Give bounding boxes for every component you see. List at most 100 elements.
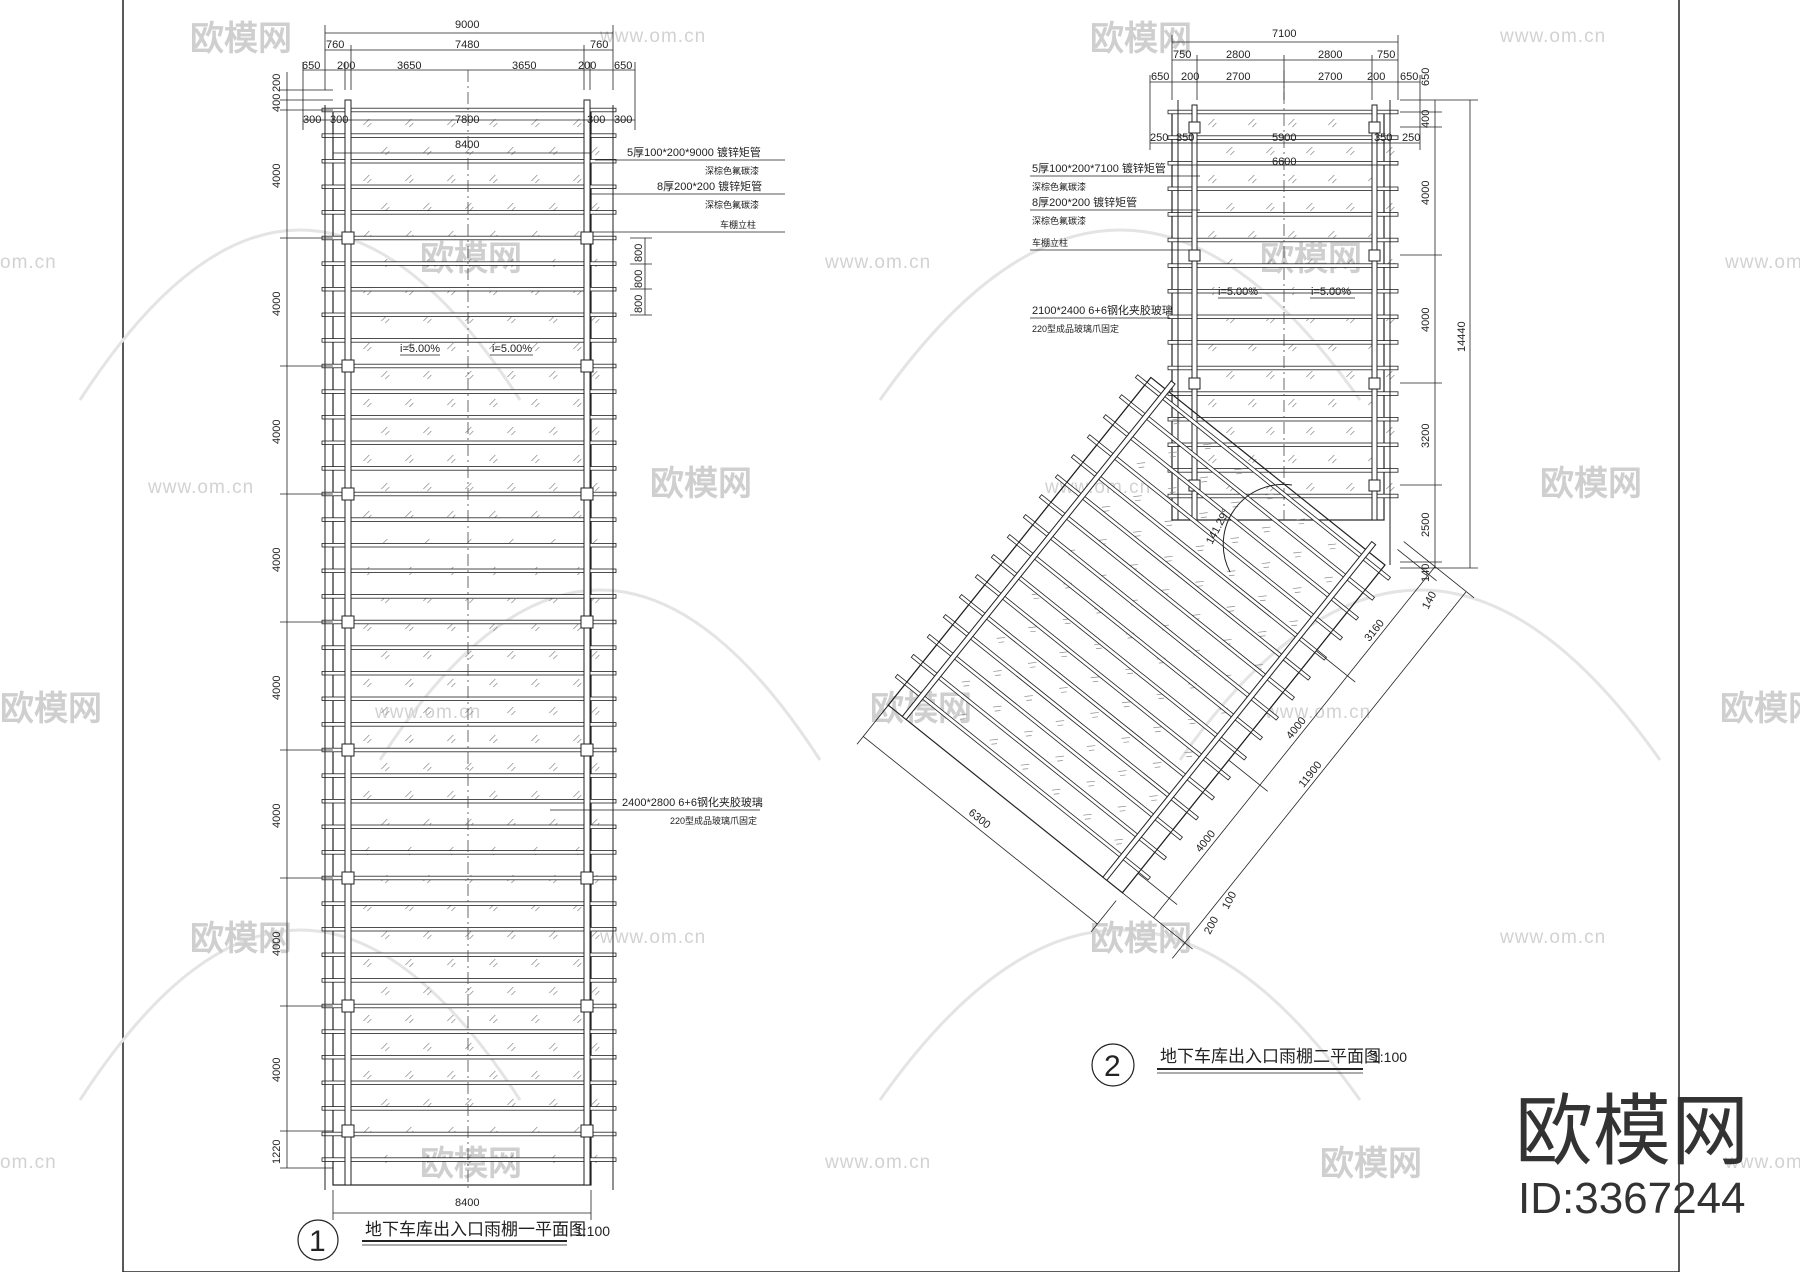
- plan1-hatch-mark: [447, 958, 456, 968]
- plan1-hatch-mark: [531, 1070, 540, 1080]
- plan1-hatch-mark: [507, 1098, 516, 1108]
- plan2-dim: 200: [1181, 71, 1199, 83]
- plan1-hatch-mark: [507, 482, 516, 492]
- plan1-column: [580, 871, 594, 885]
- plan2-angled-hatch-mark: [1199, 476, 1209, 483]
- plan1-hatch-mark: [405, 1014, 414, 1024]
- plan-one: 9000 760 7480 760 650 200 3650 3650 200 …: [271, 19, 785, 1261]
- plan2-angled-purlin: [1134, 374, 1392, 581]
- plan2-hatch-mark: [1266, 370, 1275, 380]
- watermark-url: www.om.cn: [1499, 927, 1606, 948]
- plan1-number-circle: [297, 1219, 339, 1261]
- plan1-hatch-mark: [381, 1098, 390, 1108]
- plan1-hatch-mark: [591, 762, 600, 772]
- plan2-purlin: [1167, 288, 1399, 294]
- plan2-number-circle: [1091, 1043, 1135, 1087]
- plan1-dim-left: 4000: [271, 292, 283, 316]
- plan2-dim: 2700: [1226, 71, 1250, 83]
- plan1-dim-left: 4000: [271, 804, 283, 828]
- plan2-angled-hatch-mark: [1024, 695, 1033, 701]
- plan1-ann-beam2: 8厚200*200 镀锌矩管: [657, 179, 762, 193]
- plan1-ann-beam2-sub: 深棕色氟碳漆: [705, 199, 759, 210]
- plan1-purlin: [321, 184, 617, 189]
- plan1-hatch-mark: [423, 986, 432, 996]
- plan2-angled-outline: [887, 376, 1386, 894]
- plan1-hatch-mark: [465, 762, 474, 772]
- plan1-hatch-mark: [591, 426, 600, 436]
- plan2-angled-purlin: [894, 673, 1151, 881]
- plan1-hatch-mark: [591, 650, 600, 660]
- plan1-hatch-mark: [591, 202, 600, 212]
- plan1-column: [341, 871, 355, 885]
- plan1-hatch-mark: [549, 146, 558, 156]
- plan1-hatch-mark: [489, 342, 498, 352]
- plan1-spacing-dim: 800: [633, 295, 645, 313]
- plan1-dim-total: 9000: [455, 19, 479, 31]
- plan1-hatch-mark: [381, 370, 390, 380]
- plan1-hatch-mark: [447, 398, 456, 408]
- plan2-angled-hatch-mark: [1195, 545, 1205, 552]
- plan2-angled-hatch-mark: [1083, 813, 1092, 820]
- plan1-dim-left: 4000: [271, 164, 283, 188]
- watermark-arcs: [78, 228, 1662, 1101]
- plan1-purlin: [321, 1080, 617, 1085]
- plan2-purlin: [1167, 365, 1399, 371]
- plan1-hatch-mark: [591, 370, 600, 380]
- plan2-ann-glass-sub: 220型成品玻璃爪固定: [1032, 323, 1119, 334]
- plan-two: 3160 4000 4000 11900 6300 141.29° 140 20…: [856, 28, 1478, 1087]
- plan2-angled-axis-right: [1122, 564, 1386, 894]
- plan2-diag-width: 6300: [966, 807, 993, 832]
- plan2-angled-hatch-mark: [1153, 726, 1162, 733]
- plan1-purlin: [321, 824, 617, 829]
- plan1-purlin: [321, 799, 617, 804]
- plan2-angled-hatch-mark: [1289, 620, 1298, 627]
- plan2-angled-hatch-mark: [1051, 788, 1061, 795]
- plan1-hatch-mark: [573, 790, 582, 800]
- plan2-hatch-mark: [1248, 118, 1257, 128]
- plan1-purlin: [321, 235, 617, 241]
- plan2-column: [1188, 377, 1201, 390]
- brand-name: 欧模网: [1515, 1087, 1749, 1175]
- plan1-purlin: [321, 1003, 617, 1009]
- plan1-dim: 760: [326, 39, 344, 51]
- plan2-angled-hatch-mark: [1152, 762, 1162, 768]
- plan1-hatch-mark: [489, 734, 498, 744]
- brand-id: ID:3367244: [1518, 1174, 1746, 1223]
- plan2-angled-hatch-mark: [1195, 580, 1204, 587]
- plan1-purlin: [321, 363, 617, 369]
- plan2-purlin: [1167, 442, 1399, 447]
- plan1-hatch-mark: [465, 426, 474, 436]
- plan1-column: [341, 1124, 355, 1138]
- plan1-hatch-mark: [447, 790, 456, 800]
- plan2-purlin: [1167, 237, 1399, 243]
- plan1-purlin: [321, 1055, 617, 1060]
- plan1-dim: 650: [614, 60, 632, 72]
- plan2-angled-hatch-mark: [1296, 518, 1306, 525]
- plan2-angled-hatch-mark: [1059, 687, 1068, 693]
- plan1-main-beam-left: [344, 99, 352, 1186]
- plan1-column: [580, 615, 594, 629]
- plan1-hatch-mark: [489, 1014, 498, 1024]
- plan2-dim: 650: [1151, 71, 1169, 83]
- plan1-hatch-mark: [381, 482, 390, 492]
- plan2-angled-hatch-mark: [1133, 495, 1142, 502]
- plan1-hatch-mark: [381, 706, 390, 716]
- plan1-hatch-mark: [531, 342, 540, 352]
- plan2-scale: 1:100: [1372, 1049, 1407, 1065]
- plan1-main-beam-right: [583, 99, 591, 1186]
- plan2-purlin: [1167, 186, 1399, 191]
- plan1-hatch-mark: [465, 930, 474, 940]
- plan1-purlin: [321, 952, 617, 957]
- plan2-angled-beam-right: [1102, 540, 1377, 881]
- plan2-leaders: [1030, 175, 1355, 319]
- plan1-hatch-mark: [363, 678, 372, 688]
- plan1-hatch-mark: [363, 454, 372, 464]
- plan2-hatch-mark: [1248, 174, 1257, 184]
- watermark-url-partial: om.cn: [0, 1152, 57, 1173]
- plan2-angled-hatch-mark: [992, 705, 1002, 712]
- plan2-dim: 2700: [1318, 71, 1342, 83]
- plan2-angled-hatch-mark: [1118, 770, 1127, 776]
- plan1-hatch-mark: [507, 650, 516, 660]
- plan2-purlins: [1167, 109, 1399, 499]
